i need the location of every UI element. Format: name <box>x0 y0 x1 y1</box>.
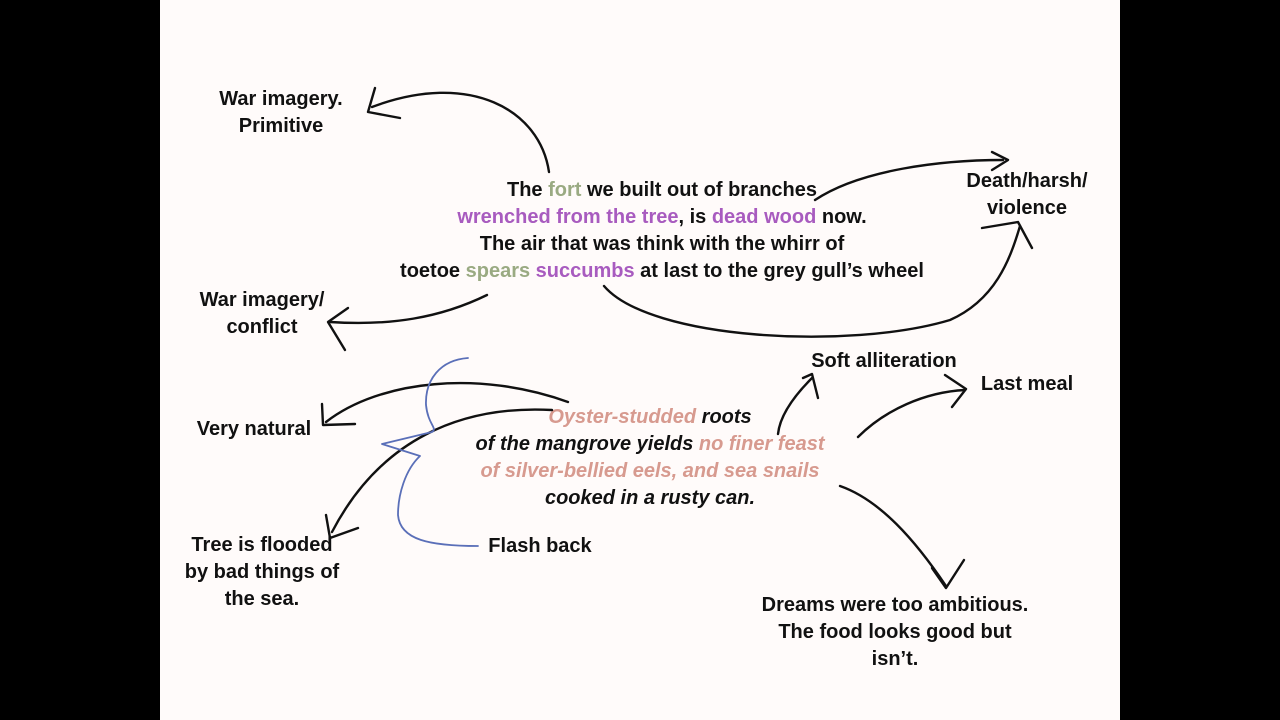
stanza-2-line-4: cooked in a rusty can. <box>544 487 756 509</box>
annotation-war-imagery-primitive: War imagery. Primitive <box>219 88 343 137</box>
stanza-1-line-4: toetoe spears succumbs at last to the gr… <box>400 260 924 282</box>
stanza-1-line-2: wrenched from the tree, is dead wood now… <box>457 206 867 228</box>
stanza-2-line-3: of silver-bellied eels, and sea snails <box>480 460 820 482</box>
annotation-war-imagery-conflict: War imagery/ conflict <box>199 289 325 338</box>
stanza-1: The fort we built out of branches wrench… <box>352 177 972 285</box>
annotation-dreams-too-ambitious: Dreams were too ambitious. The food look… <box>761 594 1029 670</box>
annotation-soft-alliteration: Soft alliteration <box>811 350 957 372</box>
annotation-very-natural: Very natural <box>196 418 312 440</box>
annotation-last-meal: Last meal <box>980 373 1074 395</box>
slide-canvas <box>160 0 1120 720</box>
stanza-2-line-1: Oyster-studded roots <box>548 406 752 428</box>
stanza-2-line-2: of the mangrove yields no finer feast <box>475 433 825 455</box>
annotation-death-harsh-violence: Death/harsh/ violence <box>966 170 1088 219</box>
annotation-tree-flooded: Tree is flooded by bad things of the sea… <box>184 534 340 610</box>
stanza-1-line-1: The fort we built out of branches <box>506 179 818 201</box>
stanza-1-line-3: The air that was think with the whirr of <box>479 233 845 255</box>
stanza-2: Oyster-studded roots of the mangrove yie… <box>400 404 900 512</box>
annotation-flash-back: Flash back <box>488 535 592 557</box>
